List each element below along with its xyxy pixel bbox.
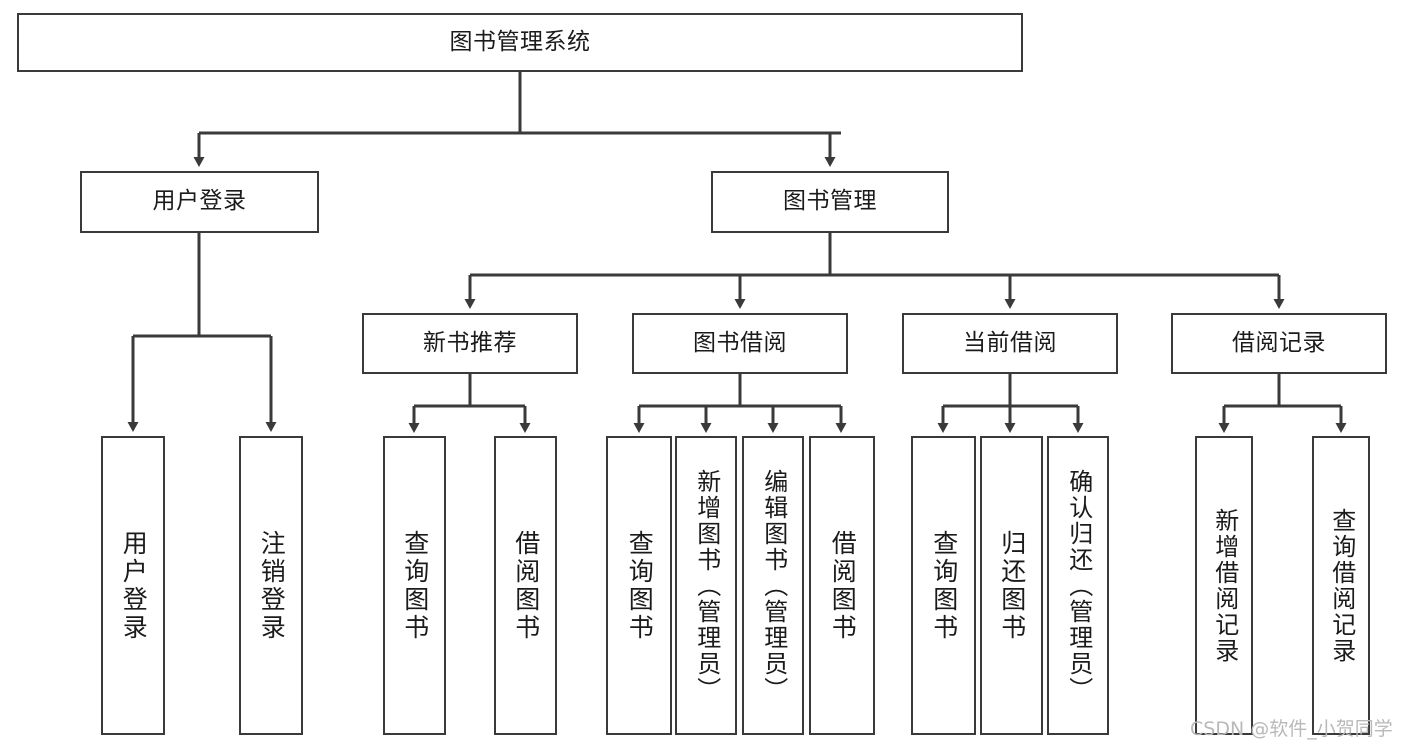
node-label: 借阅记录 — [1232, 329, 1326, 356]
node-leaf-borrow-book[interactable]: 借阅图书 — [809, 436, 875, 735]
node-label: 用户登录 — [152, 188, 247, 215]
node-leaf-logout[interactable]: 注销登录 — [239, 436, 303, 735]
node-borrow-record[interactable]: 借阅记录 — [1171, 313, 1387, 374]
node-label: 借阅图书 — [511, 529, 541, 642]
node-label: 用户登录 — [119, 529, 149, 642]
node-label: 当前借阅 — [963, 329, 1057, 356]
node-leaf-query-book-borrow[interactable]: 查询图书 — [606, 436, 672, 735]
node-current-borrow[interactable]: 当前借阅 — [902, 313, 1118, 374]
node-label: 编辑图书（管理员） — [759, 468, 788, 703]
node-leaf-query-borrow-record[interactable]: 查询借阅记录 — [1312, 436, 1370, 735]
node-label: 新增借阅记录 — [1210, 507, 1239, 664]
node-leaf-return-book[interactable]: 归还图书 — [980, 436, 1043, 735]
node-label: 新增图书（管理员） — [692, 468, 721, 703]
node-label: 确认归还（管理员） — [1064, 468, 1093, 703]
node-label: 借阅图书 — [828, 529, 858, 642]
node-leaf-borrow-book-recommend[interactable]: 借阅图书 — [494, 436, 557, 735]
node-label: 图书管理 — [783, 188, 877, 215]
node-label: 查询借阅记录 — [1327, 507, 1356, 664]
node-leaf-user-login[interactable]: 用户登录 — [101, 436, 165, 735]
node-book-management[interactable]: 图书管理 — [711, 171, 949, 233]
node-leaf-add-borrow-record[interactable]: 新增借阅记录 — [1195, 436, 1253, 735]
node-label: 查询图书 — [400, 529, 430, 642]
node-leaf-edit-book-admin[interactable]: 编辑图书（管理员） — [742, 436, 804, 735]
node-label: 注销登录 — [257, 529, 287, 642]
node-new-book-recommend[interactable]: 新书推荐 — [362, 313, 578, 374]
node-label: 图书管理系统 — [449, 28, 591, 55]
node-leaf-confirm-return-admin[interactable]: 确认归还（管理员） — [1047, 436, 1109, 735]
node-label: 查询图书 — [929, 529, 959, 642]
node-book-borrow[interactable]: 图书借阅 — [632, 313, 848, 374]
node-label: 新书推荐 — [423, 329, 517, 356]
node-leaf-query-book-current[interactable]: 查询图书 — [911, 436, 976, 735]
csdn-watermark: CSDN @软件_小贺同学 — [1190, 718, 1393, 740]
node-root-book-management-system[interactable]: 图书管理系统 — [17, 13, 1023, 72]
node-label: 图书借阅 — [693, 329, 787, 356]
node-leaf-query-book-recommend[interactable]: 查询图书 — [383, 436, 446, 735]
node-label: 查询图书 — [625, 529, 655, 642]
node-label: 归还图书 — [997, 529, 1027, 642]
node-user-login[interactable]: 用户登录 — [80, 171, 319, 233]
node-leaf-add-book-admin[interactable]: 新增图书（管理员） — [675, 436, 737, 735]
